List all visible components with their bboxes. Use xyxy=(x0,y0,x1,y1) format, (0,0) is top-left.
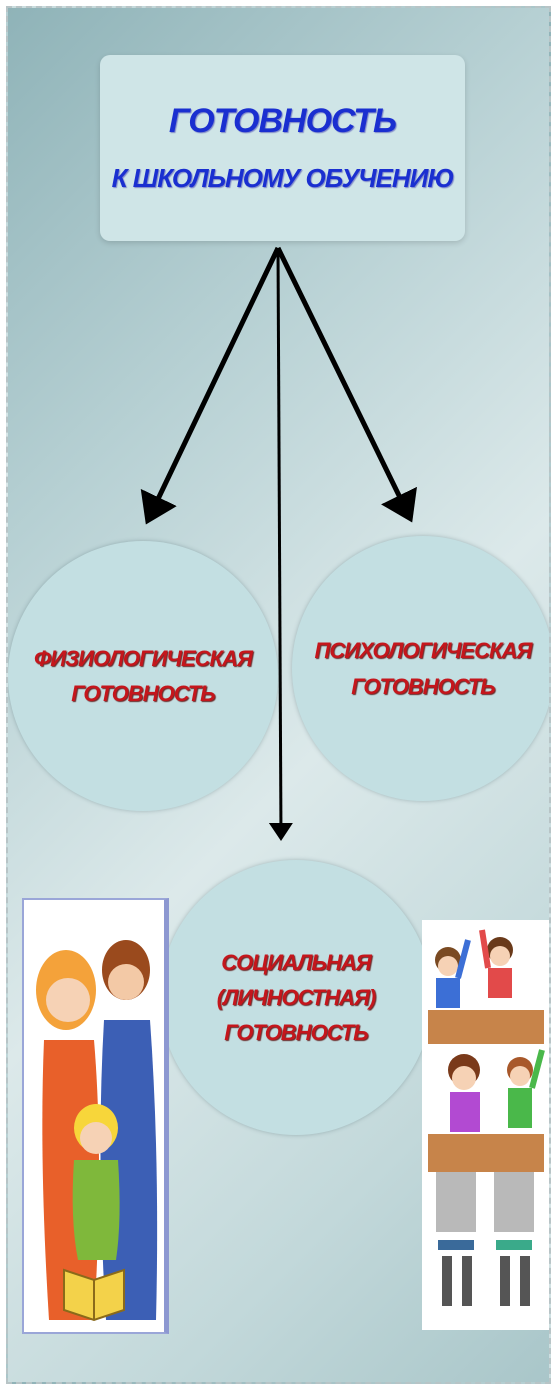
family-reading-illustration xyxy=(22,898,169,1334)
connector-arrows xyxy=(140,246,417,841)
physiological-line-1: ФИЗИОЛОГИЧЕСКАЯ xyxy=(34,645,253,671)
physiological-readiness-circle: ФИЗИОЛОГИЧЕСКАЯ ГОТОВНОСТЬ xyxy=(8,541,278,811)
arrow-to-social xyxy=(268,247,293,841)
slide-frame: ГОТОВНОСТЬ К ШКОЛЬНОМУ ОБУЧЕНИЮ ФИЗИОЛОГ… xyxy=(6,6,551,1384)
classroom-children-illustration xyxy=(422,920,549,1330)
psychological-line-1: ПСИХОЛОГИЧЕСКАЯ xyxy=(314,638,533,664)
physiological-line-2: ГОТОВНОСТЬ xyxy=(71,681,216,706)
psychological-readiness-circle: ПСИХОЛОГИЧЕСКАЯ ГОТОВНОСТЬ xyxy=(292,536,549,801)
psychological-line-2: ГОТОВНОСТЬ xyxy=(351,673,496,699)
arrow-to-physiological xyxy=(140,246,281,525)
arrow-to-psychological xyxy=(275,246,417,523)
social-readiness-circle: СОЦИАЛЬНАЯ (ЛИЧНОСТНАЯ) ГОТОВНОСТЬ xyxy=(160,860,432,1135)
social-line-1: СОЦИАЛЬНАЯ xyxy=(221,949,372,975)
social-line-3: ГОТОВНОСТЬ xyxy=(224,1020,369,1046)
social-line-2: (ЛИЧНОСТНАЯ) xyxy=(216,984,376,1010)
title-line-2: К ШКОЛЬНОМУ ОБУЧЕНИЮ xyxy=(111,163,455,193)
readiness-title-box: ГОТОВНОСТЬ К ШКОЛЬНОМУ ОБУЧЕНИЮ xyxy=(100,55,465,241)
title-line-1: ГОТОВНОСТЬ xyxy=(168,102,397,140)
